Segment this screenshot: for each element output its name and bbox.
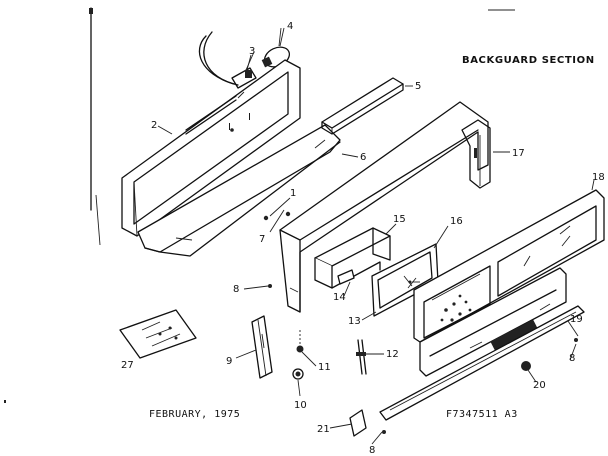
callout-6: 6 (360, 152, 366, 163)
callout-5: 5 (415, 81, 421, 92)
scan-edge-marks (4, 7, 515, 403)
callout-15: 15 (393, 214, 406, 225)
callout-19: 19 (570, 314, 583, 325)
screws (230, 128, 578, 434)
callout-9: 9 (226, 356, 232, 367)
callout-14: 14 (333, 292, 346, 303)
diagram-title: BACKGUARD SECTION (462, 55, 595, 66)
bracket-part-6 (137, 124, 341, 257)
trim-strip (379, 305, 585, 421)
callout-2: 2 (151, 120, 157, 131)
callout-13: 13 (348, 316, 361, 327)
callout-7: 7 (259, 234, 265, 245)
callout-27: 27 (121, 360, 134, 371)
glass-panel-part-18 (413, 189, 605, 343)
clip-part-21 (349, 409, 367, 437)
spring-part-10 (292, 368, 304, 380)
bracket-part-12 (356, 339, 367, 375)
leader-lines (157, 27, 595, 445)
callout-3: 3 (249, 46, 255, 57)
callout-numbers: 1 2 3 4 5 6 7 8 8 8 9 10 11 12 13 14 15 … (121, 21, 605, 456)
callout-8a: 8 (233, 284, 239, 295)
callout-12: 12 (386, 349, 399, 360)
callout-20: 20 (533, 380, 546, 391)
callout-16: 16 (450, 216, 463, 227)
control-panel-part-19 (419, 267, 567, 377)
grommet-part-11 (296, 330, 304, 353)
callout-1: 1 (290, 188, 296, 199)
callout-11: 11 (318, 362, 331, 373)
svg-text:I: I (248, 112, 251, 123)
knob-part-20 (521, 361, 531, 371)
callout-8c: 8 (369, 445, 375, 456)
callout-18: 18 (592, 172, 605, 183)
strip-part-5 (321, 77, 404, 135)
callout-21: 21 (317, 424, 330, 435)
channel-part-9 (251, 315, 273, 379)
callout-17: 17 (512, 148, 525, 159)
callout-10: 10 (294, 400, 307, 411)
socket-part-3 (198, 31, 257, 89)
dial-dots (440, 294, 472, 322)
footer-date: FEBRUARY, 1975 (149, 409, 240, 420)
footer-code: F7347511 A3 (446, 409, 518, 420)
callout-4: 4 (287, 21, 293, 32)
frame-part-2: I I (121, 59, 301, 237)
svg-text:I: I (228, 122, 231, 133)
callout-8b: 8 (569, 353, 575, 364)
backguard-part-17 (279, 101, 491, 313)
label-card-part-27 (119, 309, 197, 359)
clip-part-14 (337, 269, 355, 285)
